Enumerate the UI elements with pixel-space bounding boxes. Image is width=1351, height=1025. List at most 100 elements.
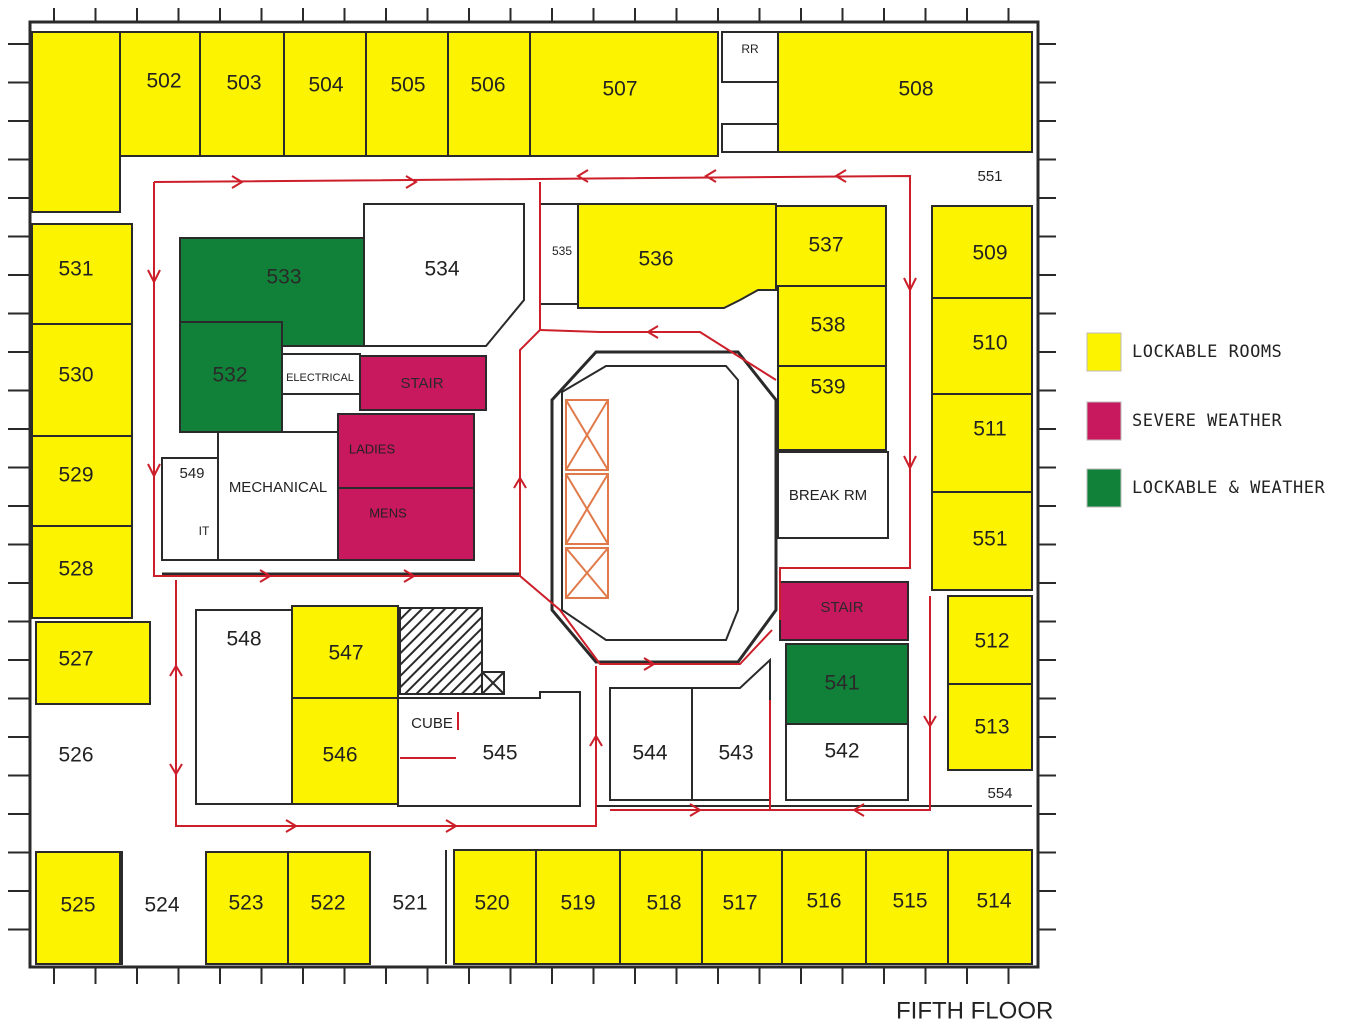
label-525: 525 — [60, 894, 95, 917]
label-515: 515 — [892, 890, 927, 913]
stair-north — [359, 355, 487, 411]
label-538: 538 — [810, 314, 845, 337]
label-ladies: LADIES — [349, 441, 396, 456]
severe-weather-rooms — [337, 355, 909, 641]
room-506 — [447, 31, 531, 157]
label-520: 520 — [474, 892, 509, 915]
label-523: 523 — [228, 892, 263, 915]
label-531: 531 — [58, 258, 93, 281]
room-512 — [947, 595, 1033, 685]
label-509: 509 — [972, 242, 1007, 265]
interior-walls — [119, 31, 1032, 964]
label-507: 507 — [602, 78, 637, 101]
label-it: IT — [199, 524, 210, 538]
label-551: 551 — [972, 528, 1007, 551]
label-503: 503 — [226, 72, 261, 95]
elevators — [565, 399, 609, 599]
electrical-room — [281, 353, 361, 395]
legend-label-severe-weather: SEVERE WEATHER — [1132, 411, 1283, 431]
room-515 — [865, 849, 949, 965]
label-512: 512 — [974, 630, 1009, 653]
floor-title: FIFTH FLOOR — [896, 997, 1053, 1024]
label-mens: MENS — [369, 505, 407, 520]
legend-label-lockable: LOCKABLE ROOMS — [1132, 342, 1282, 362]
label-stair-north: STAIR — [400, 375, 443, 392]
room-542 — [785, 723, 909, 801]
label-554: 554 — [987, 785, 1012, 802]
room-504 — [283, 31, 367, 157]
room-549 — [161, 457, 219, 561]
room-539 — [777, 365, 887, 451]
label-510: 510 — [972, 332, 1007, 355]
room-517 — [701, 849, 783, 965]
room-551 — [931, 491, 1033, 591]
route-arrows — [147, 169, 937, 833]
label-526: 526 — [58, 744, 93, 767]
restroom-rr — [721, 31, 779, 83]
shaft-box — [481, 671, 505, 695]
label-537: 537 — [808, 234, 843, 257]
label-548: 548 — [226, 628, 261, 651]
room-522 — [287, 851, 371, 965]
room-519 — [535, 849, 621, 965]
label-519: 519 — [560, 892, 595, 915]
label-542: 542 — [824, 740, 859, 763]
mens-room — [337, 487, 475, 561]
building-core-inner — [561, 365, 739, 641]
lockable-rooms — [31, 31, 1033, 965]
legend-swatch-severe-weather — [1086, 401, 1122, 441]
label-502: 502 — [146, 70, 181, 93]
label-529: 529 — [58, 464, 93, 487]
label-530: 530 — [58, 364, 93, 387]
label-516: 516 — [806, 890, 841, 913]
legend-label-lockable-weather: LOCKABLE & WEATHER — [1132, 478, 1325, 498]
label-cube: CUBE — [411, 715, 453, 732]
room-532 — [179, 321, 283, 433]
room-545 — [397, 691, 581, 807]
label-stair-south: STAIR — [820, 599, 863, 616]
label-508: 508 — [898, 78, 933, 101]
label-539: 539 — [810, 376, 845, 399]
label-524: 524 — [144, 894, 179, 917]
room-511 — [931, 393, 1033, 493]
room-534 — [363, 203, 525, 347]
room-510 — [931, 297, 1033, 395]
label-547: 547 — [328, 642, 363, 665]
label-536: 536 — [638, 248, 673, 271]
label-543: 543 — [718, 742, 753, 765]
room-514 — [947, 849, 1033, 965]
label-518: 518 — [646, 892, 681, 915]
label-electrical: ELECTRICAL — [286, 372, 354, 384]
restroom-fixtures — [721, 123, 779, 153]
label-544: 544 — [632, 742, 667, 765]
label-546: 546 — [322, 744, 357, 767]
label-505: 505 — [390, 74, 425, 97]
window-ticks — [8, 8, 1056, 984]
label-511: 511 — [973, 418, 1006, 441]
room-nw-corner — [31, 31, 121, 213]
room-548 — [195, 609, 293, 805]
room-528 — [31, 525, 133, 619]
label-549: 549 — [179, 465, 204, 482]
label-541: 541 — [824, 672, 859, 695]
building-core — [550, 350, 778, 664]
legend-swatch-lockable-weather — [1086, 468, 1122, 508]
room-536 — [577, 203, 777, 309]
label-517: 517 — [722, 892, 757, 915]
evacuation-route — [153, 174, 931, 827]
room-537 — [775, 205, 887, 287]
room-507 — [529, 31, 719, 157]
room-527 — [35, 621, 151, 705]
room-508 — [777, 31, 1033, 153]
legend-swatch-lockable — [1086, 332, 1122, 372]
label-534: 534 — [424, 258, 459, 281]
stair-south — [779, 581, 909, 641]
room-538 — [777, 285, 887, 367]
lockable-weather-rooms — [179, 237, 909, 725]
room-518 — [619, 849, 703, 965]
shaft-hatched — [399, 607, 483, 695]
label-514: 514 — [976, 890, 1011, 913]
break-room — [777, 451, 889, 539]
label-551-corridor: 551 — [977, 168, 1002, 185]
